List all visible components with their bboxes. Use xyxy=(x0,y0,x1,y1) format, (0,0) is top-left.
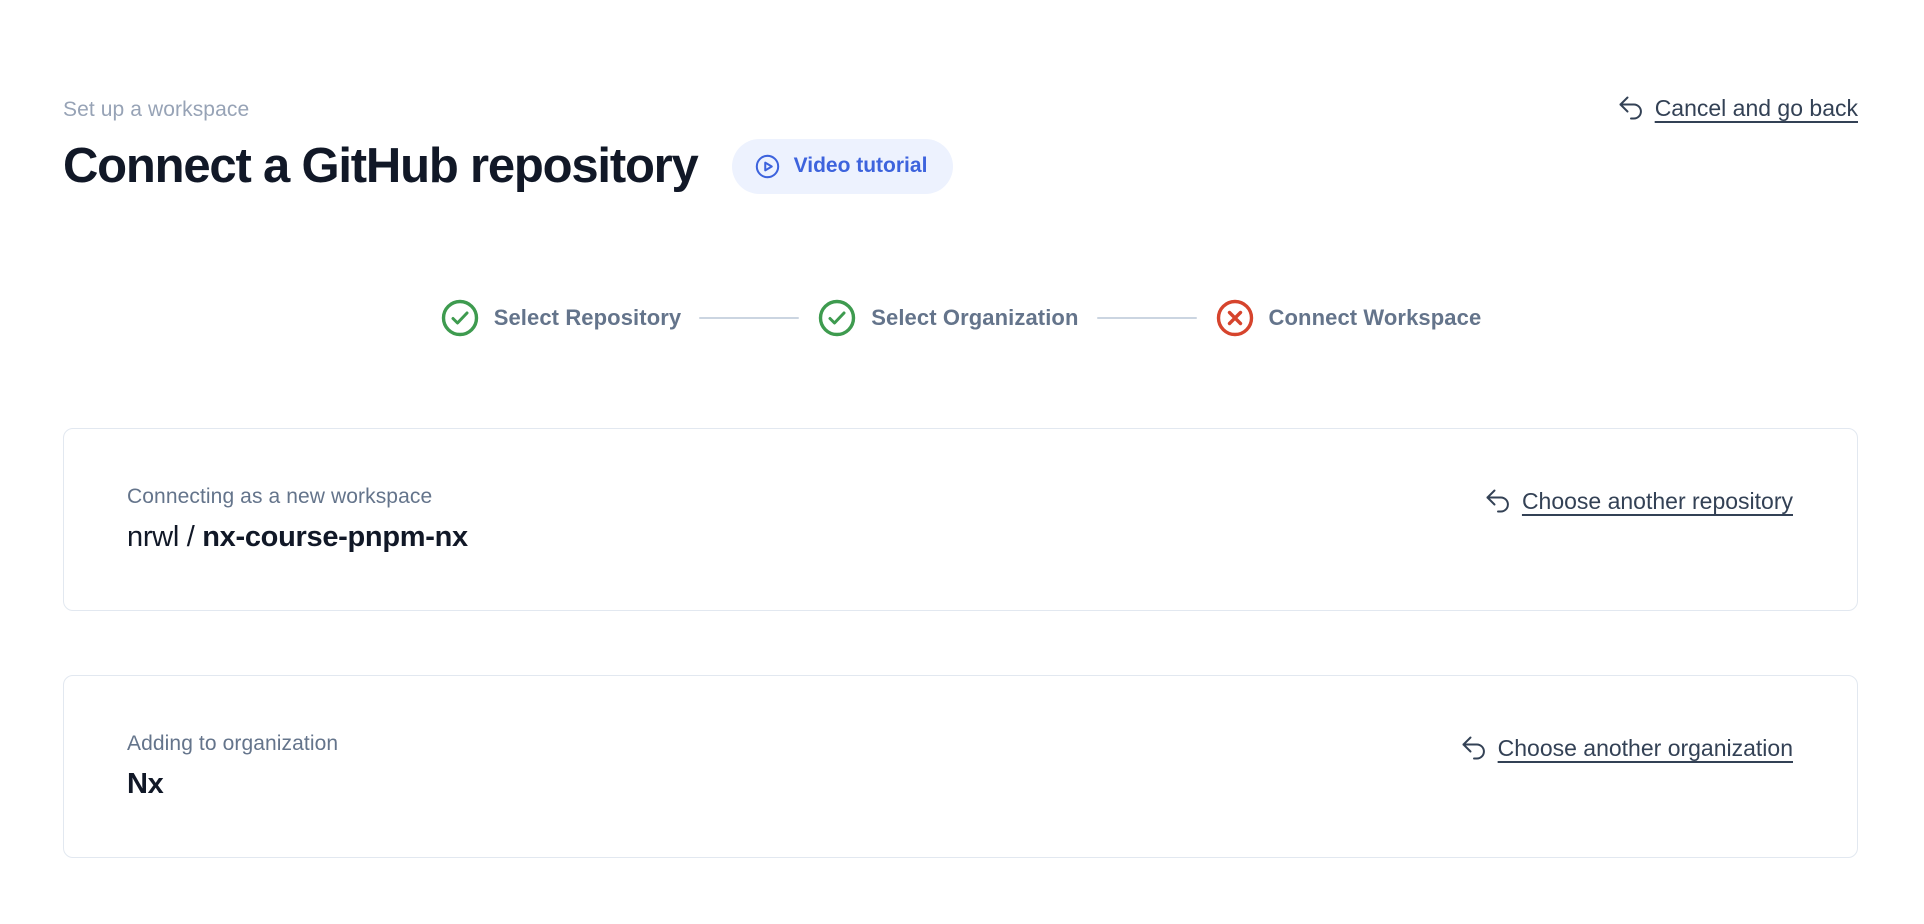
repository-card-info: Connecting as a new workspace nrwl / nx-… xyxy=(127,485,468,554)
step-select-organization: Select Organization xyxy=(817,298,1078,338)
choose-repository-label: Choose another repository xyxy=(1521,487,1793,514)
page-title: Connect a GitHub repository xyxy=(63,139,699,193)
organization-card: Adding to organization Nx Choose another… xyxy=(63,675,1858,858)
page-eyebrow: Set up a workspace xyxy=(63,98,250,121)
repository-card-label: Connecting as a new workspace xyxy=(127,485,433,508)
organization-card-info: Adding to organization Nx xyxy=(127,732,338,801)
repository-card: Connecting as a new workspace nrwl / nx-… xyxy=(63,428,1858,611)
step-select-repository: Select Repository xyxy=(440,298,682,338)
title-row: Connect a GitHub repository Video tutori… xyxy=(63,138,1858,194)
organization-name: Nx xyxy=(127,768,164,800)
undo-arrow-icon xyxy=(1460,734,1488,762)
step-connect-workspace: Connect Workspace xyxy=(1215,298,1482,338)
undo-arrow-icon xyxy=(1484,487,1512,515)
step-label: Select Organization xyxy=(871,305,1079,330)
undo-arrow-icon xyxy=(1617,94,1645,122)
repository-repo: nx-course-pnpm-nx xyxy=(202,521,468,553)
header: Set up a workspace Cancel and go back xyxy=(63,95,1858,122)
stepper-connector xyxy=(1096,317,1197,319)
step-label: Select Repository xyxy=(493,305,682,330)
play-circle-icon xyxy=(754,153,781,180)
choose-organization-label: Choose another organization xyxy=(1497,734,1793,761)
x-circle-icon xyxy=(1215,298,1255,338)
check-circle-icon xyxy=(440,298,480,338)
step-label: Connect Workspace xyxy=(1268,305,1482,330)
video-tutorial-button[interactable]: Video tutorial xyxy=(731,138,954,194)
video-tutorial-label: Video tutorial xyxy=(793,154,928,177)
progress-stepper: Select Repository Select Organization Co… xyxy=(63,298,1858,338)
repository-name: nrwl / nx-course-pnpm-nx xyxy=(127,521,468,554)
choose-another-organization-link[interactable]: Choose another organization xyxy=(1460,734,1793,762)
cancel-and-go-back-link[interactable]: Cancel and go back xyxy=(1617,94,1858,122)
choose-another-repository-link[interactable]: Choose another repository xyxy=(1484,487,1793,515)
stepper-connector xyxy=(699,317,800,319)
repository-owner: nrwl / xyxy=(127,521,203,553)
organization-card-label: Adding to organization xyxy=(127,732,339,755)
check-circle-icon xyxy=(817,298,857,338)
cancel-link-label: Cancel and go back xyxy=(1654,94,1858,121)
